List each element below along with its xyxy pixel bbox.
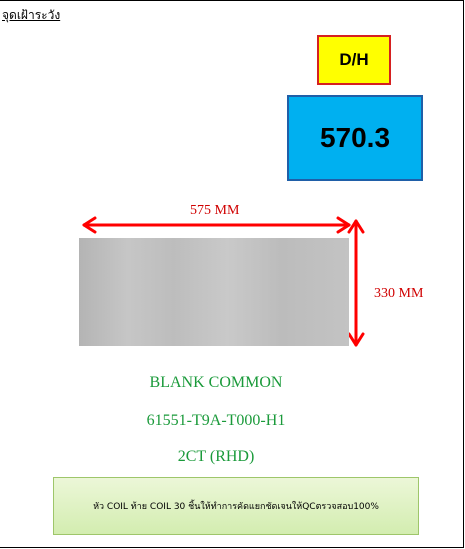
height-arrow-bottom-head [347,332,365,347]
width-dimension-label: 575 MM [190,203,240,218]
qc-note-box: หัว COIL ท้าย COIL 30 ชิ้นให้ทำการคัดแยก… [53,477,419,535]
part-number: 61551-T9A-T000-H1 [146,412,286,429]
width-arrow-left-head [82,216,97,234]
dh-value-box: 570.3 [287,95,423,181]
height-dimension-label: 330 MM [374,286,424,301]
blank-sheet-image [79,238,349,346]
height-arrow-top-head [347,219,365,234]
dh-label-box: D/H [317,35,391,85]
part-variant: 2CT (RHD) [177,448,255,465]
qc-note-text: หัว COIL ท้าย COIL 30 ชิ้นให้ทำการคัดแยก… [93,502,379,512]
width-arrow-right-head [336,216,351,234]
page-heading: จุดเฝ้าระวัง [2,8,61,22]
part-name: BLANK COMMON [149,374,283,391]
